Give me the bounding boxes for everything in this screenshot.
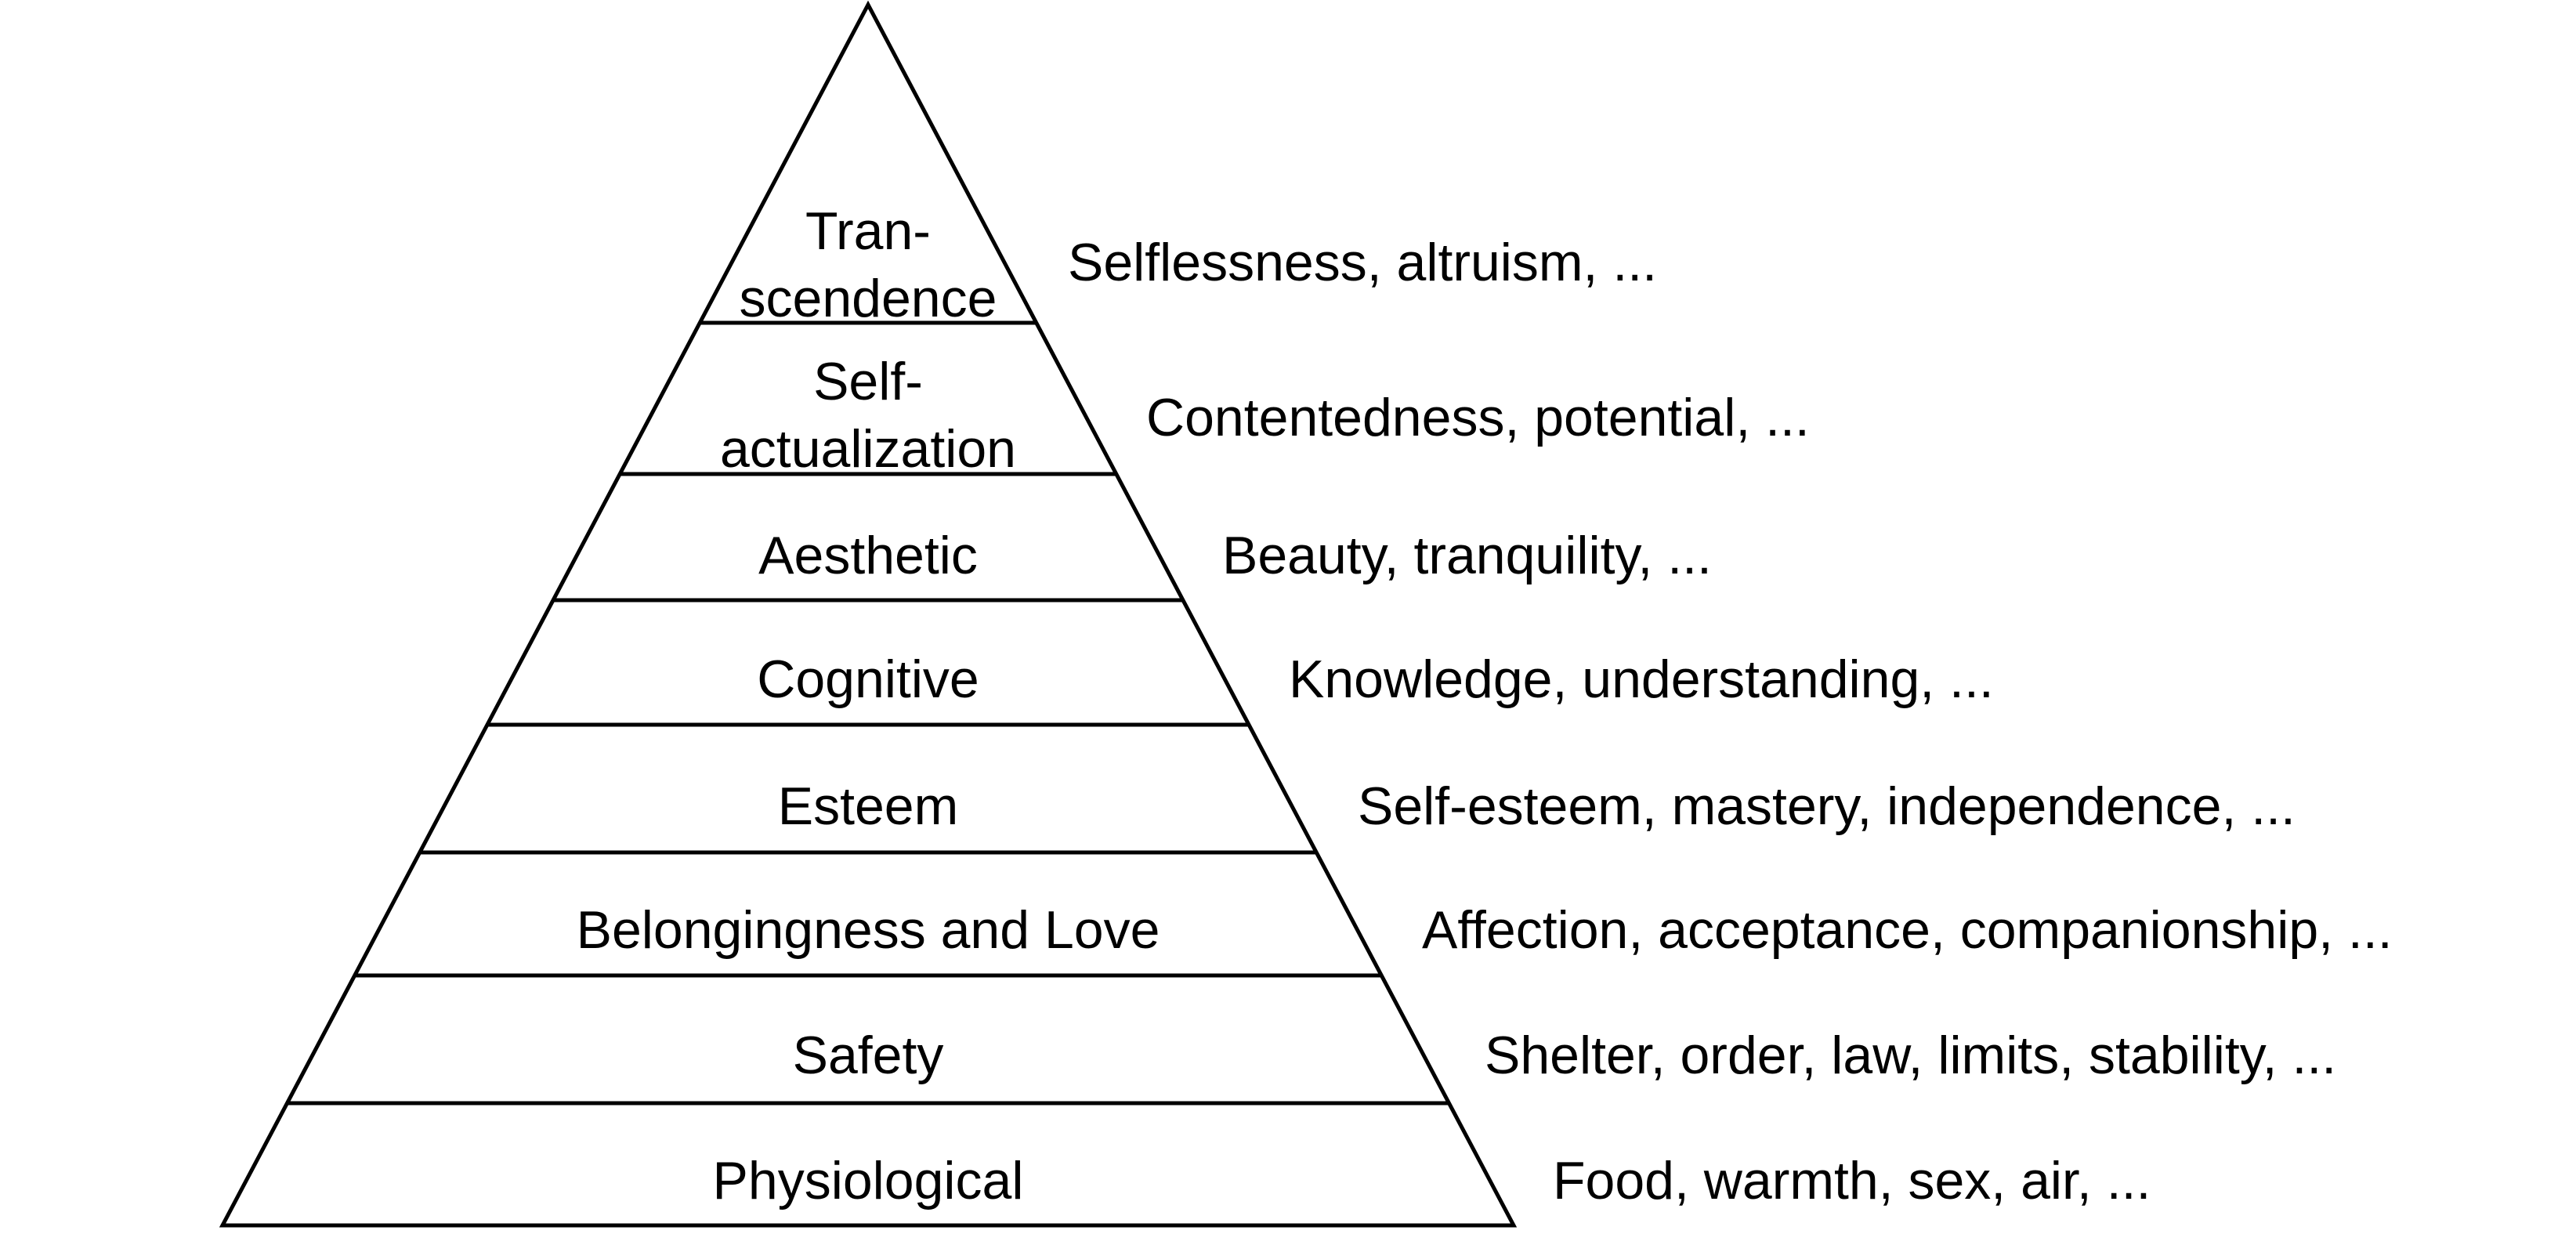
level-name-line: Safety — [793, 1026, 944, 1085]
level-names: Tran-scendenceSelf-actualizationAestheti… — [577, 201, 1160, 1210]
level-description: Self-esteem, mastery, independence, ... — [1358, 776, 2296, 836]
level-description: Knowledge, understanding, ... — [1289, 650, 1994, 709]
level-name: Tran-scendence — [740, 201, 997, 328]
level-name-line: actualization — [720, 419, 1016, 479]
level-divider-lines — [287, 320, 1449, 1106]
level-name: Physiological — [713, 1151, 1024, 1210]
level-name: Self-actualization — [720, 352, 1016, 479]
level-description: Affection, acceptance, companionship, ..… — [1422, 900, 2393, 960]
level-description: Contentedness, potential, ... — [1146, 388, 1810, 447]
level-descriptions: Selflessness, altruism, ... Contentedness… — [1068, 233, 2393, 1210]
level-name-line: Tran- — [805, 201, 931, 261]
pyramid-outline — [219, 0, 1518, 1228]
level-name: Aesthetic — [758, 526, 978, 585]
level-name: Belongingness and Love — [577, 900, 1160, 960]
level-description: Beauty, tranquility, ... — [1222, 526, 1712, 585]
level-name: Cognitive — [757, 650, 979, 709]
level-name-line: Esteem — [778, 776, 959, 836]
level-name-line: Self- — [813, 352, 923, 411]
level-name: Esteem — [778, 776, 959, 836]
level-name-line: Belongingness and Love — [577, 900, 1160, 960]
level-name-line: scendence — [740, 269, 997, 328]
level-name-line: Physiological — [713, 1151, 1024, 1210]
level-description: Selflessness, altruism, ... — [1068, 233, 1657, 292]
level-name: Safety — [793, 1026, 944, 1085]
level-name-line: Cognitive — [757, 650, 979, 709]
level-name-line: Aesthetic — [758, 526, 978, 585]
level-description: Shelter, order, law, limits, stability, … — [1485, 1026, 2336, 1085]
level-description: Food, warmth, sex, air, ... — [1553, 1151, 2151, 1210]
